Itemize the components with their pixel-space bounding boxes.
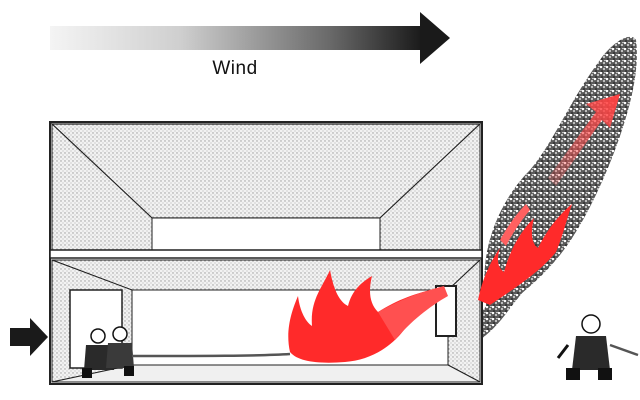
inlet-arrow-icon (10, 318, 48, 356)
heat-flow-arrow-icon (548, 94, 620, 186)
wind-label: Wind (212, 58, 258, 79)
flame-icon (288, 270, 448, 363)
wind-arrow-icon (50, 12, 450, 64)
firefighter-icon (82, 326, 291, 378)
building-cross-section (49, 121, 483, 385)
exterior-flame-icon (478, 204, 572, 305)
firefighter-icon (556, 314, 639, 380)
